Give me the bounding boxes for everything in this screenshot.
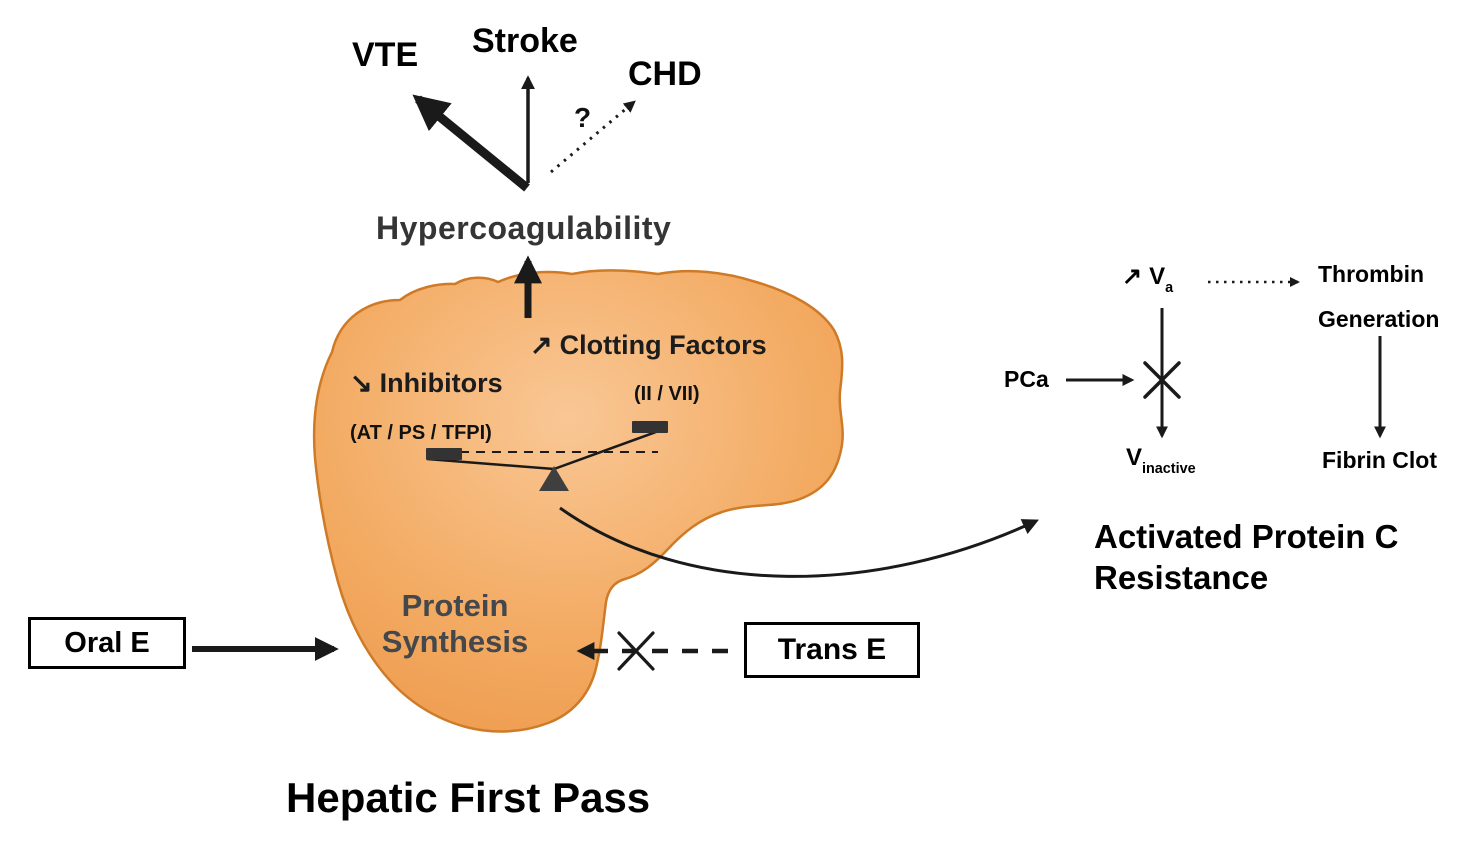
- chd-label: CHD: [628, 55, 702, 93]
- decrease-arrow-icon: ↘: [350, 368, 373, 398]
- clotting-factors-text: Clotting Factors: [559, 330, 767, 360]
- inhibitors-detail-label: (AT / PS / TFPI): [350, 422, 492, 444]
- thrombin-line1: Thrombin: [1318, 261, 1425, 287]
- va-base: V: [1149, 263, 1166, 290]
- oral-estrogen-box: Oral E: [28, 617, 186, 669]
- hepatic-first-pass-title: Hepatic First Pass: [286, 774, 651, 821]
- dotted-arrow-to-chd: [550, 100, 636, 174]
- v-inactive-base: V: [1126, 444, 1143, 471]
- inhibitors-label: ↘Inhibitors: [350, 368, 503, 399]
- v-inactive-label: Vinactive: [1126, 444, 1196, 477]
- clotting-factors-label: ↗Clotting Factors: [530, 330, 767, 361]
- arrow-to-vte: [412, 94, 530, 192]
- balance-fulcrum: [539, 466, 569, 491]
- increase-arrow-icon: ↗: [1122, 263, 1143, 290]
- apc-resistance-title: Activated Protein C Resistance: [1094, 516, 1398, 598]
- protein-synthesis-line1: Protein: [401, 588, 509, 623]
- protein-synthesis-label: Protein Synthesis: [365, 588, 545, 660]
- liver-shape: [312, 269, 844, 733]
- clotting-weight: [632, 421, 668, 433]
- trans-estrogen-label: Trans E: [777, 633, 887, 666]
- thrombin-generation-label: Thrombin Generation: [1318, 252, 1439, 342]
- vte-label: VTE: [352, 36, 419, 74]
- trans-estrogen-box: Trans E: [744, 622, 920, 678]
- increase-arrow-icon: ↗: [530, 330, 553, 360]
- curved-arrow-to-apc: [559, 506, 1039, 578]
- uncertainty-question-mark: ?: [574, 102, 592, 133]
- inactivation-blocked-x-icon: [1143, 361, 1181, 399]
- protein-synthesis-line2: Synthesis: [381, 624, 529, 659]
- factor-va-label: ↗Va: [1122, 262, 1174, 296]
- balance-scale: [426, 421, 668, 491]
- apc-resistance-title-line1: Activated Protein C: [1094, 518, 1399, 555]
- apc-resistance-title-line2: Resistance: [1094, 559, 1269, 596]
- stroke-label: Stroke: [472, 22, 578, 60]
- clotting-factors-detail-label: (II / VII): [634, 383, 700, 405]
- fibrin-clot-label: Fibrin Clot: [1322, 447, 1437, 473]
- inhibitors-text: Inhibitors: [379, 368, 503, 398]
- hypercoagulability-label: Hypercoagulability: [376, 210, 672, 246]
- pca-label: PCa: [1004, 366, 1049, 392]
- inhibitors-weight: [426, 448, 462, 460]
- blocked-x-icon: [617, 631, 655, 671]
- oral-estrogen-label: Oral E: [64, 626, 150, 659]
- v-inactive-subscript: inactive: [1142, 460, 1196, 477]
- thrombin-line2: Generation: [1318, 306, 1440, 332]
- va-subscript: a: [1165, 279, 1174, 296]
